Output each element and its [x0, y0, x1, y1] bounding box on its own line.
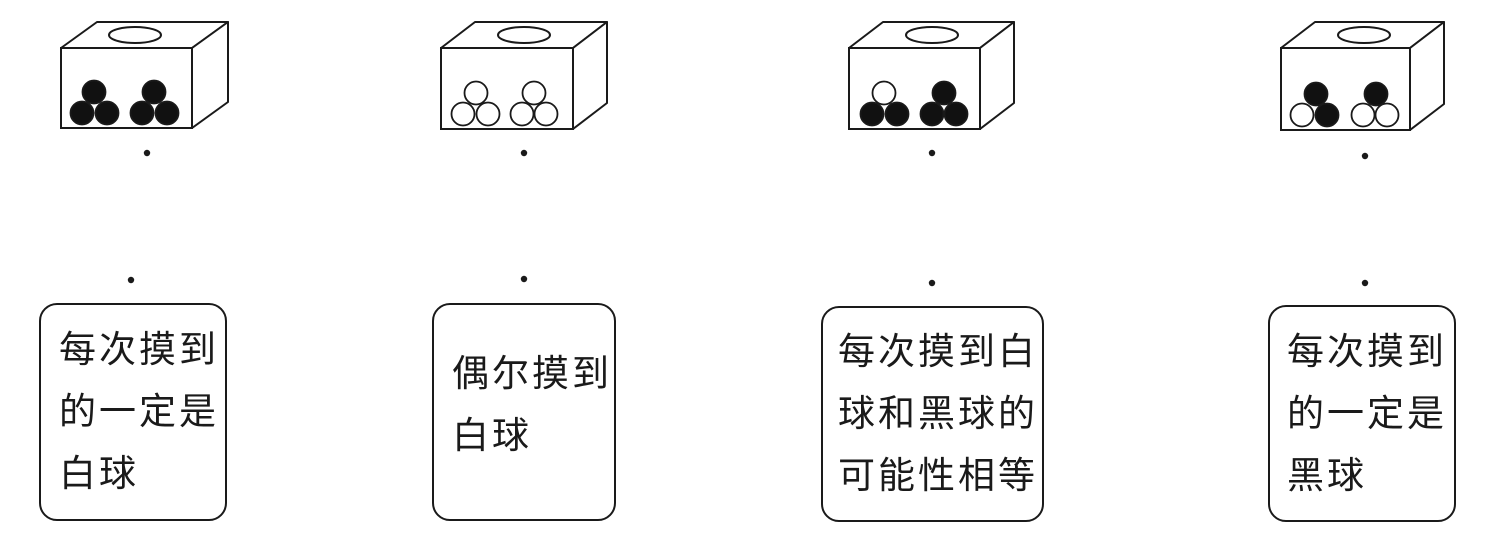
box-3-opening [905, 26, 959, 44]
box-2-ball-2 [450, 101, 476, 127]
box-2-ball-5 [509, 101, 535, 127]
card-4-line-3: 黑球 [1287, 453, 1367, 497]
box-2-ball-3 [475, 101, 501, 127]
box-1-ball-5 [129, 100, 155, 126]
box-1-opening [108, 26, 162, 44]
box-4-ball-6 [1374, 102, 1400, 128]
box-4-ball-1 [1303, 81, 1329, 107]
card-1-line-2: 的一定是 [59, 390, 219, 433]
answer-card-4[interactable]: 每次摸到 的一定是 黑球 [1268, 305, 1456, 522]
box-2-connect-dot [520, 149, 528, 157]
card-1-connect-dot [127, 276, 135, 284]
card-2-line-1: 偶尔摸到 [452, 352, 612, 395]
box-3-ball-2 [859, 101, 885, 127]
box-1-ball-6 [154, 100, 180, 126]
card-2-connect-dot [520, 275, 528, 283]
card-4-line-1: 每次摸到 [1287, 329, 1447, 373]
card-3-line-3: 可能性相等 [838, 454, 1038, 497]
card-1-line-3: 白球 [59, 452, 139, 495]
box-3-ball-6 [943, 101, 969, 127]
box-2-ball-6 [533, 101, 559, 127]
box-1-ball-4 [141, 79, 167, 105]
box-1-ball-1 [81, 79, 107, 105]
card-4-connect-dot [1361, 279, 1369, 287]
card-3-line-2: 球和黑球的 [838, 392, 1038, 435]
box-3-ball-3 [884, 101, 910, 127]
card-4-line-2: 的一定是 [1287, 391, 1447, 435]
box-4-ball-4 [1363, 81, 1389, 107]
box-1-connect-dot [143, 149, 151, 157]
answer-card-3[interactable]: 每次摸到白 球和黑球的 可能性相等 [821, 306, 1044, 522]
card-3-line-1: 每次摸到白 [838, 330, 1038, 373]
box-4-ball-5 [1350, 102, 1376, 128]
box-2-opening [497, 26, 551, 44]
answer-card-1[interactable]: 每次摸到 的一定是 白球 [39, 303, 227, 521]
box-4-ball-3 [1314, 102, 1340, 128]
box-3-ball-1 [871, 80, 897, 106]
box-4-connect-dot [1361, 152, 1369, 160]
box-2-ball-1 [463, 80, 489, 106]
box-3-ball-4 [931, 80, 957, 106]
box-1-ball-2 [69, 100, 95, 126]
box-2-ball-4 [521, 80, 547, 106]
card-2-line-2: 白球 [452, 414, 532, 457]
card-1-line-1: 每次摸到 [59, 328, 219, 371]
box-4-ball-2 [1289, 102, 1315, 128]
card-3-connect-dot [928, 279, 936, 287]
box-1-ball-3 [94, 100, 120, 126]
box-3-ball-5 [919, 101, 945, 127]
answer-card-2[interactable]: 偶尔摸到 白球 [432, 303, 616, 521]
box-3-connect-dot [928, 149, 936, 157]
box-4-opening [1337, 26, 1391, 44]
